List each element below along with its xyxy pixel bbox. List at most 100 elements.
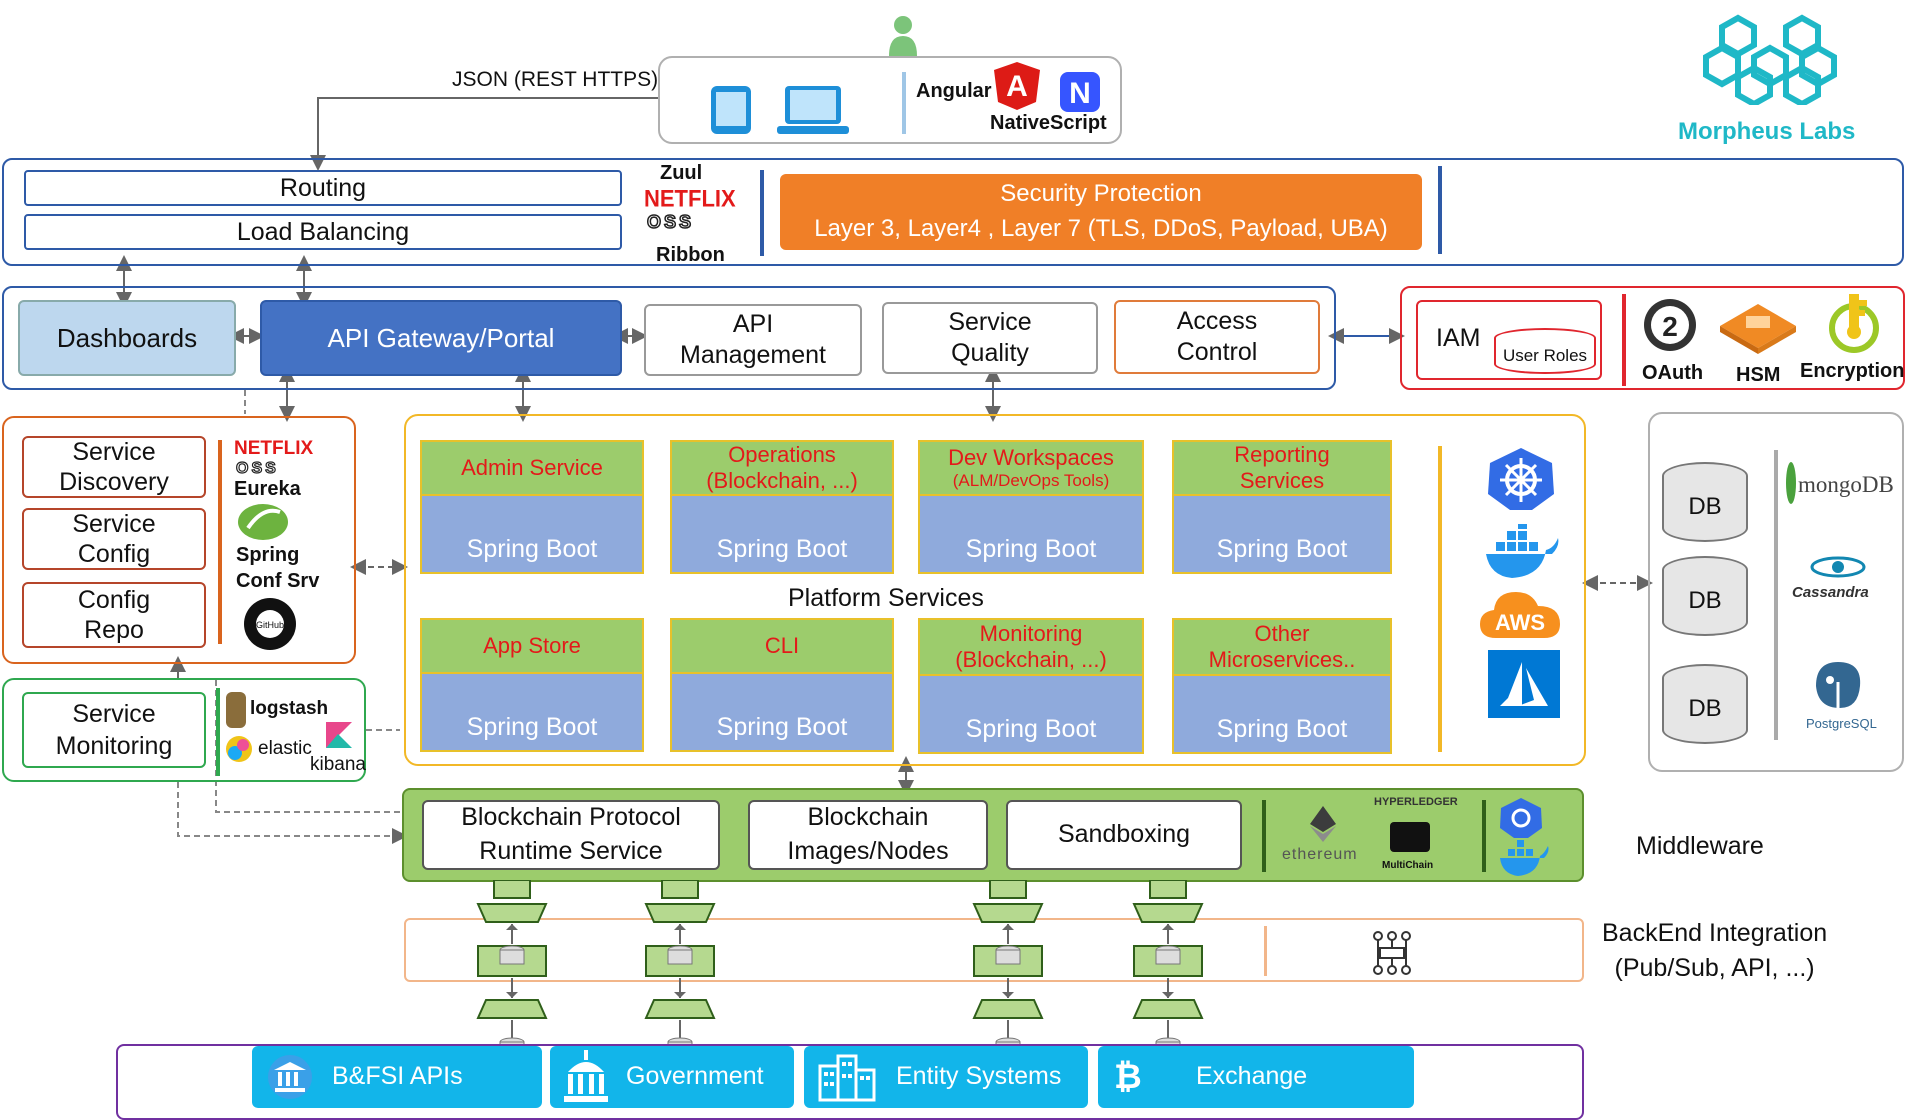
docker-icon [1482, 520, 1562, 589]
svg-text:N: N [1069, 77, 1091, 110]
sandboxing-box[interactable]: Sandboxing [1006, 800, 1242, 870]
adapter-stack [640, 879, 720, 1060]
exchange-box[interactable]: ₿ Exchange [1098, 1046, 1414, 1108]
iam-label: IAM [1436, 324, 1481, 352]
config-repo-box[interactable]: Config Repo [22, 582, 206, 648]
multichain-icon [1390, 822, 1430, 852]
government-box[interactable]: Government [550, 1046, 794, 1108]
images-line2: Images/Nodes [787, 837, 949, 865]
elastic-icon [224, 734, 254, 769]
mongodb-label: mongoDB [1798, 472, 1894, 497]
spring-boot-label: Spring Boot [965, 534, 1097, 563]
spring-boot-label: Spring Boot [1216, 534, 1348, 563]
platform-title: Platform Services [788, 584, 984, 612]
bfsi-apis-box[interactable]: B&FSI APIs [252, 1046, 542, 1108]
oauth-version: 2 [1662, 311, 1678, 342]
middleware-band: Blockchain Protocol Runtime Service Bloc… [402, 788, 1584, 882]
docker-icon-small [1498, 840, 1552, 883]
api-management-line2: Management [680, 341, 826, 369]
bitcoin-icon: ₿ [1114, 1058, 1142, 1096]
svc-dev-workspaces[interactable]: Dev Workspaces(ALM/DevOps Tools) Spring … [918, 440, 1144, 574]
service-quality-line1: Service [948, 307, 1032, 336]
security-protection-box: Security Protection Layer 3, Layer4 , La… [780, 174, 1422, 250]
db-label-2: DB [1688, 587, 1722, 614]
service-discovery-box[interactable]: Service Discovery [22, 436, 206, 498]
hyperledger-label: HYPERLEDGER [1374, 796, 1458, 808]
ribbon-label: Ribbon [656, 244, 725, 266]
svc-monitoring[interactable]: Monitoring(Blockchain, ...) Spring Boot [918, 618, 1144, 754]
encryption-label: Encryption [1800, 360, 1905, 382]
svc-operations-sub: (Blockchain, ...) [706, 468, 858, 493]
iam-panel: IAM User Roles 2 OAuth HSM Encryption [1400, 286, 1905, 390]
government-icon [558, 1048, 614, 1111]
service-discovery-line1: Service [72, 438, 156, 466]
oss-logo: OSS [646, 211, 695, 233]
images-line1: Blockchain [807, 803, 929, 832]
adapter-stack [472, 879, 552, 1060]
blockchain-protocol-box[interactable]: Blockchain Protocol Runtime Service [422, 800, 720, 870]
svc-reporting-sub: Services [1239, 468, 1325, 493]
config-repo-line1: Config [77, 586, 151, 614]
service-monitoring-line2: Monitoring [55, 732, 173, 760]
svg-text:A: A [1006, 70, 1028, 103]
netflix-logo: NETFLIX [644, 184, 736, 213]
spring-boot-label: Spring Boot [716, 712, 848, 741]
service-quality-line2: Quality [951, 339, 1029, 367]
access-control-line1: Access [1176, 306, 1258, 335]
service-config-line2: Config [77, 540, 151, 568]
service-config-box[interactable]: Service Config [22, 508, 206, 570]
discovery-panel: Service Discovery Service Config Config … [2, 416, 356, 664]
user-roles-label: User Roles [1502, 346, 1588, 365]
svc-cli[interactable]: CLI Spring Boot [670, 618, 894, 752]
access-control-box[interactable]: Access Control [1114, 300, 1320, 374]
svc-admin[interactable]: Admin Service Spring Boot [420, 440, 644, 574]
azure-icon [1488, 650, 1560, 723]
ethereum-icon [1308, 804, 1338, 849]
routing-box[interactable]: Routing [24, 170, 622, 206]
entity-label: Entity Systems [896, 1062, 1062, 1090]
mobile-icon [709, 84, 753, 141]
spring-boot-label: Spring Boot [466, 534, 598, 563]
spring-boot-label: Spring Boot [965, 714, 1097, 743]
laptop-icon [775, 84, 851, 141]
json-label: JSON (REST HTTPS) [452, 68, 659, 91]
gateway-band: Dashboards API Gateway/Portal API Manage… [2, 286, 1336, 390]
github-icon: GitHub [242, 596, 298, 657]
service-quality-box[interactable]: Service Quality [882, 302, 1098, 374]
svc-other-label: Other [1254, 620, 1310, 646]
api-gateway-box[interactable]: API Gateway/Portal [260, 300, 622, 376]
routing-band: Routing Load Balancing Zuul NETFLIX OSS … [2, 158, 1904, 266]
github-text: GitHub [256, 620, 284, 630]
api-management-box[interactable]: API Management [644, 304, 862, 376]
bank-icon [266, 1054, 314, 1107]
db-cylinder-3: DB [1662, 664, 1748, 744]
json-connector [310, 97, 658, 171]
nativescript-icon: N [1058, 70, 1102, 119]
integration-hub-icon [1370, 930, 1414, 981]
spring-label: Spring [236, 544, 300, 566]
multichain-label: MultiChain [1382, 860, 1434, 871]
svc-admin-label: Admin Service [461, 454, 603, 480]
middleware-label: Middleware [1636, 832, 1764, 860]
logstash-icon [226, 692, 246, 728]
svc-monitoring-label: Monitoring [979, 620, 1083, 646]
config-repo-line2: Repo [84, 616, 144, 644]
backend-integration-line2: (Pub/Sub, API, ...) [1614, 954, 1815, 982]
svc-operations[interactable]: Operations(Blockchain, ...) Spring Boot [670, 440, 894, 574]
aws-label: AWS [1495, 610, 1545, 635]
brand-name: Morpheus Labs [1678, 118, 1856, 145]
db-label-1: DB [1688, 493, 1722, 520]
svc-other-sub: Microservices.. [1208, 647, 1356, 672]
iam-box[interactable]: IAM User Roles [1416, 300, 1602, 380]
dashboards-box[interactable]: Dashboards [18, 300, 236, 376]
svc-dev-sub: (ALM/DevOps Tools) [952, 471, 1110, 490]
cassandra-icon [1808, 554, 1868, 585]
entity-systems-box[interactable]: Entity Systems [804, 1046, 1088, 1108]
service-monitoring-box[interactable]: Service Monitoring [22, 692, 206, 768]
load-balancing-box[interactable]: Load Balancing [24, 214, 622, 250]
svc-app-store[interactable]: App Store Spring Boot [420, 618, 644, 752]
blockchain-images-box[interactable]: Blockchain Images/Nodes [748, 800, 988, 870]
